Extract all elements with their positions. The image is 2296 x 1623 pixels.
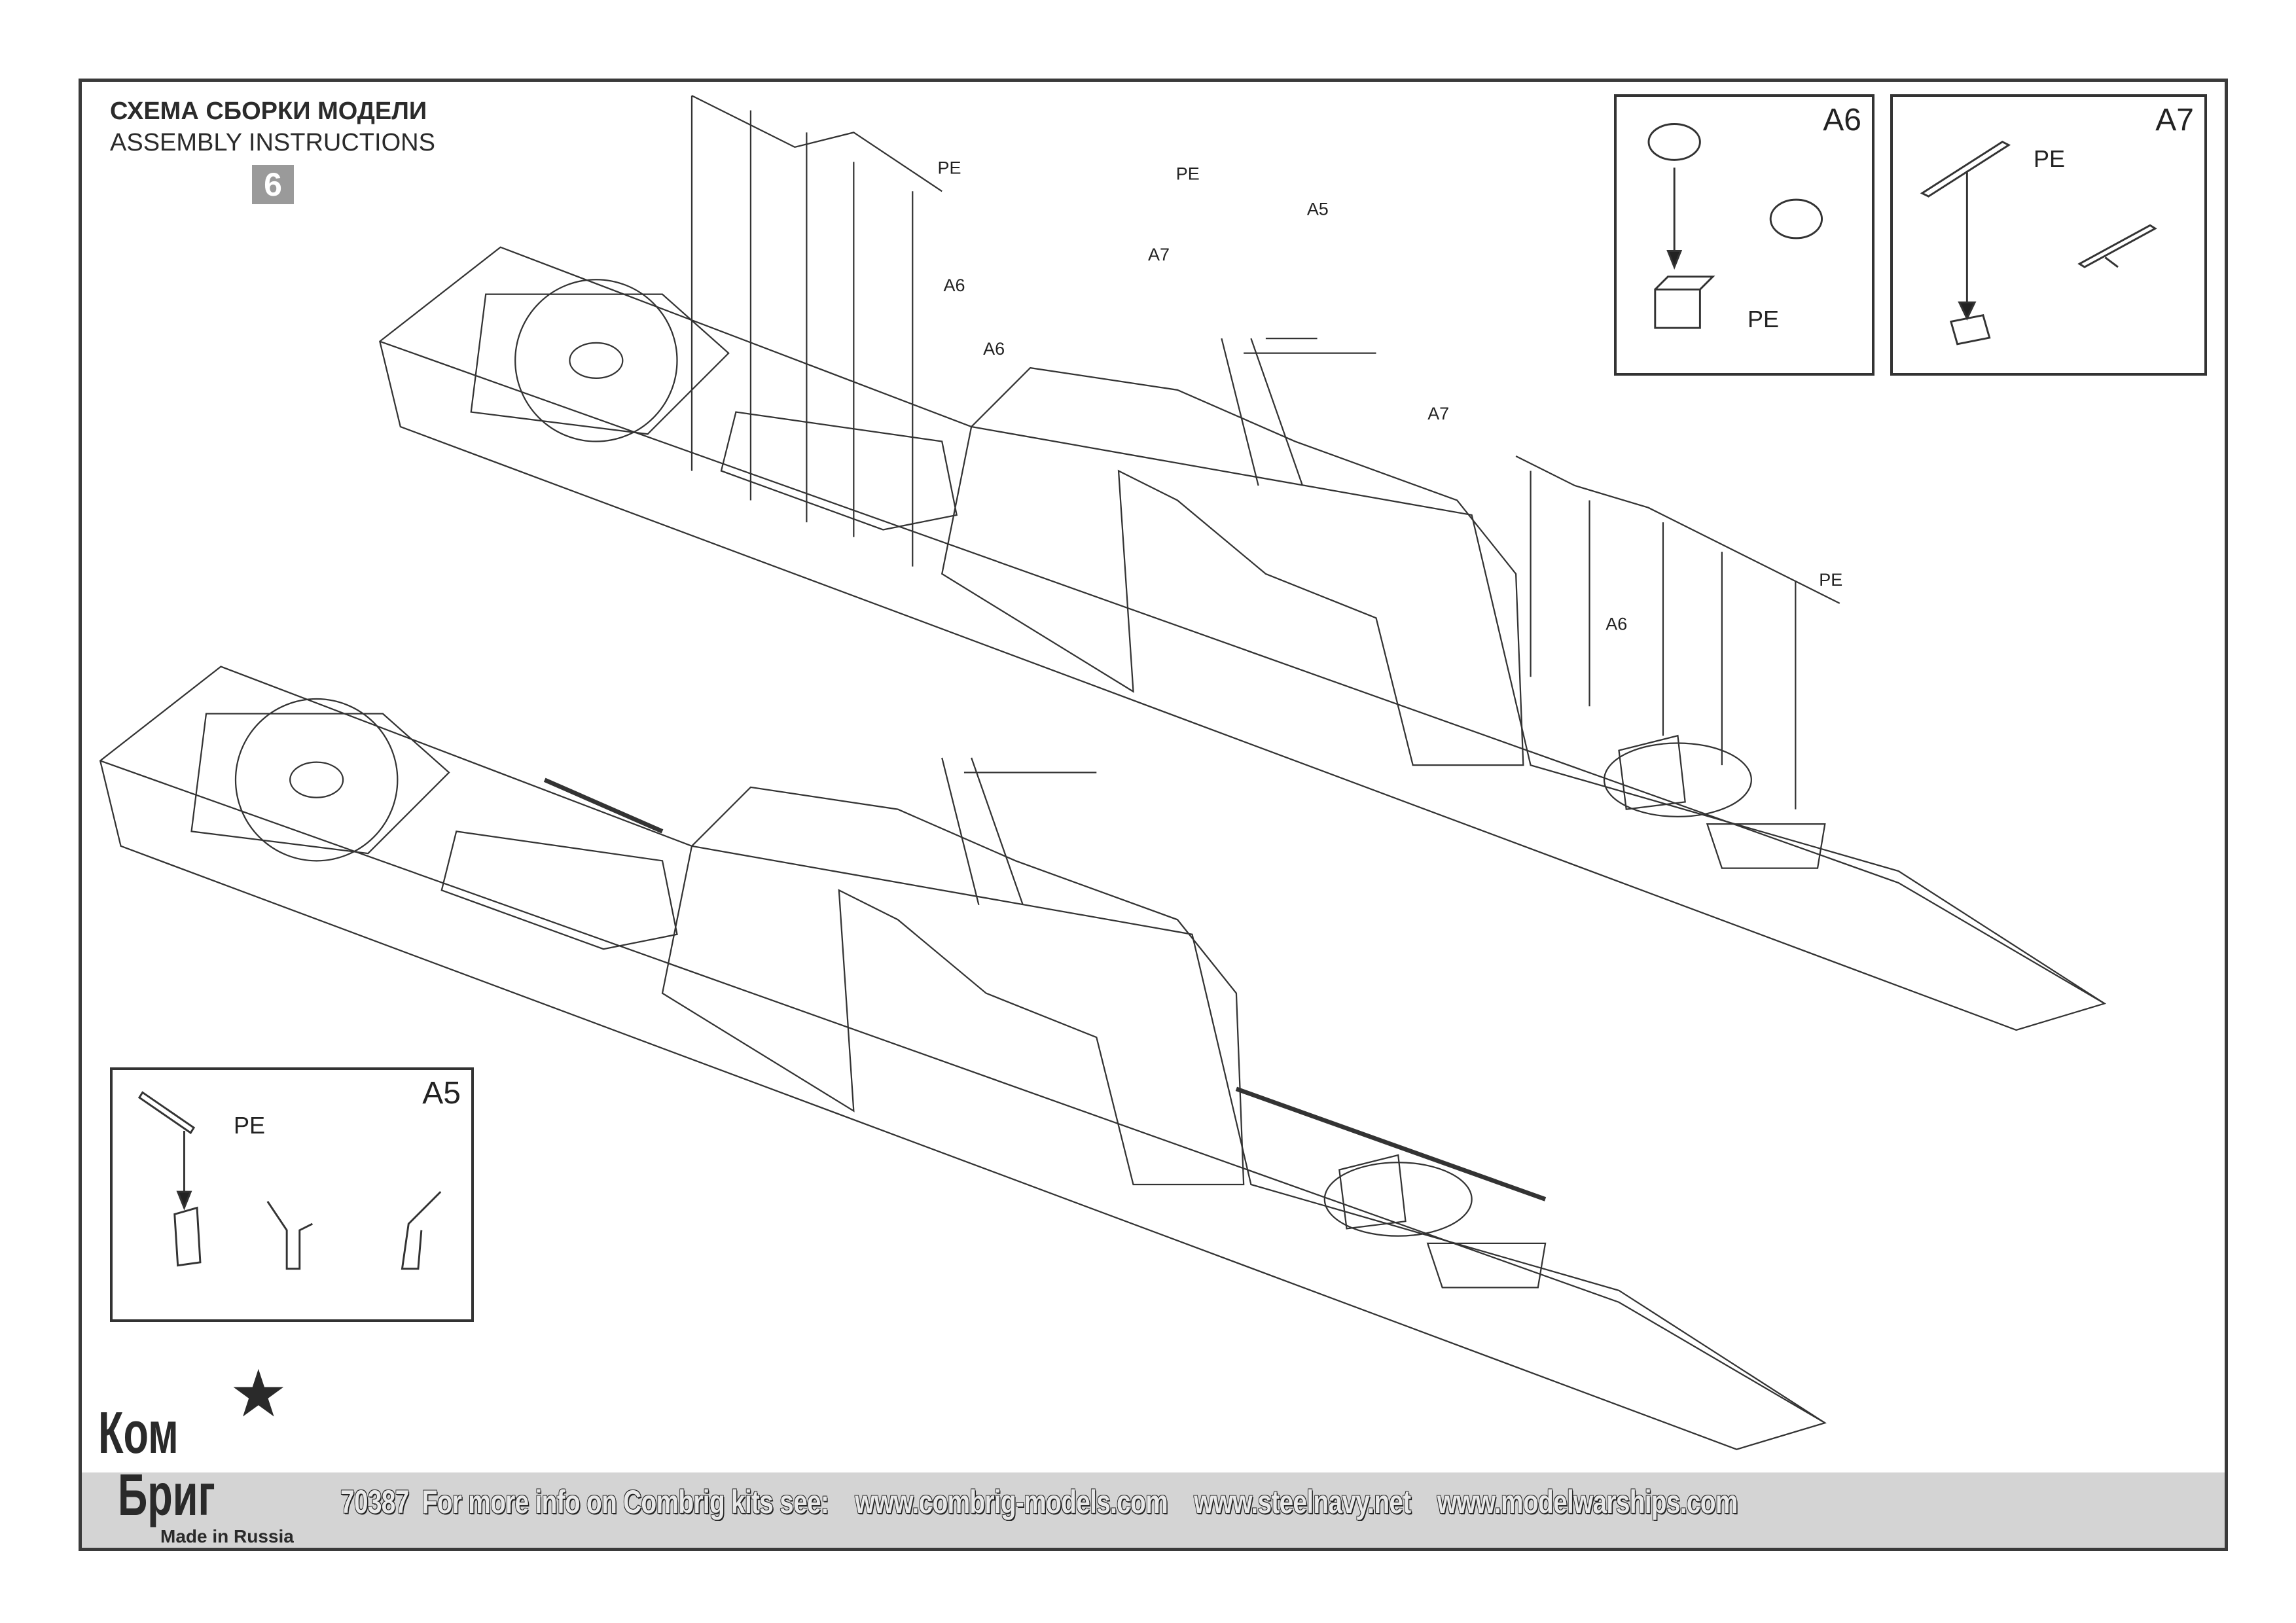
ship-exploded: [379, 95, 2107, 1031]
inset-a6: A6 PE: [1614, 94, 1874, 376]
inset-pe-label: PE: [2034, 145, 2066, 172]
callout-pe: PE: [1819, 570, 1842, 590]
ship-assembled: [99, 666, 1827, 1450]
inset-a7: A7 PE: [1890, 94, 2207, 376]
callout-a7: A7: [1427, 404, 1449, 423]
footer-band: [82, 1472, 2225, 1548]
logo-tagline: Made in Russia: [160, 1526, 294, 1546]
callout-a7: A7: [1148, 245, 1170, 264]
title-english: ASSEMBLY INSTRUCTIONS: [110, 129, 435, 156]
callout-pe: PE: [937, 158, 961, 177]
combrig-logo: ★ Ком Бриг Made in Russia: [98, 1361, 334, 1548]
callout-pe: PE: [1176, 164, 1200, 183]
callout-a6: A6: [943, 276, 965, 295]
page-frame: [79, 79, 2228, 1551]
logo-line1: Ком: [98, 1400, 179, 1466]
inset-pe-label: PE: [1748, 306, 1780, 332]
inset-title: A5: [422, 1076, 461, 1111]
step-number: 6: [252, 165, 294, 204]
inset-a5: A5 PE: [110, 1067, 474, 1322]
inset-title: A6: [1823, 103, 1861, 137]
callout-a6: A6: [983, 339, 1005, 359]
logo-line2: Бриг: [118, 1463, 215, 1528]
inset-title: A7: [2155, 103, 2194, 137]
title-russian: СХЕМА СБОРКИ МОДЕЛИ: [110, 98, 427, 125]
inset-pe-label: PE: [234, 1112, 266, 1139]
star-icon: ★: [229, 1357, 288, 1431]
callout-a6: A6: [1605, 614, 1627, 633]
footer-text: 70387 For more info on Combrig kits see:…: [340, 1484, 1738, 1520]
callout-a5: A5: [1307, 199, 1329, 219]
